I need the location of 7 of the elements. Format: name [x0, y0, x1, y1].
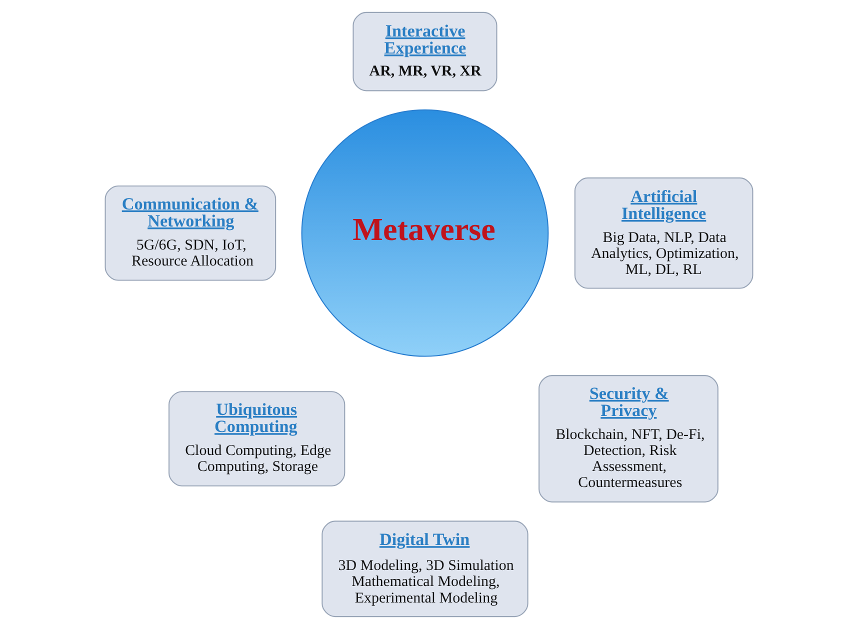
node-box: Ubiquitous Computing Cloud Computing, Edge Computing, Storage — [168, 391, 345, 486]
node-box: Interactive Experience AR, MR, VR, XR — [352, 12, 497, 92]
node-circle: Metaverse — [300, 109, 548, 357]
node-box: Security & Privacy Blockchain, NFT, De-Fi, Detection, Risk Assessment, Countermeasures — [538, 375, 718, 502]
node-box: Artificial Intelligence Big Data, NLP, Data Analytics, Optimization, ML, DL, RL — [574, 177, 753, 289]
node-box: Digital Twin 3D Modeling, 3D Simulation Mathematical Modeling, Experimental Modeling — [321, 520, 528, 618]
node-box: Communication & Networking 5G/6G, SDN, IoT, Resource Allocation — [104, 185, 276, 281]
